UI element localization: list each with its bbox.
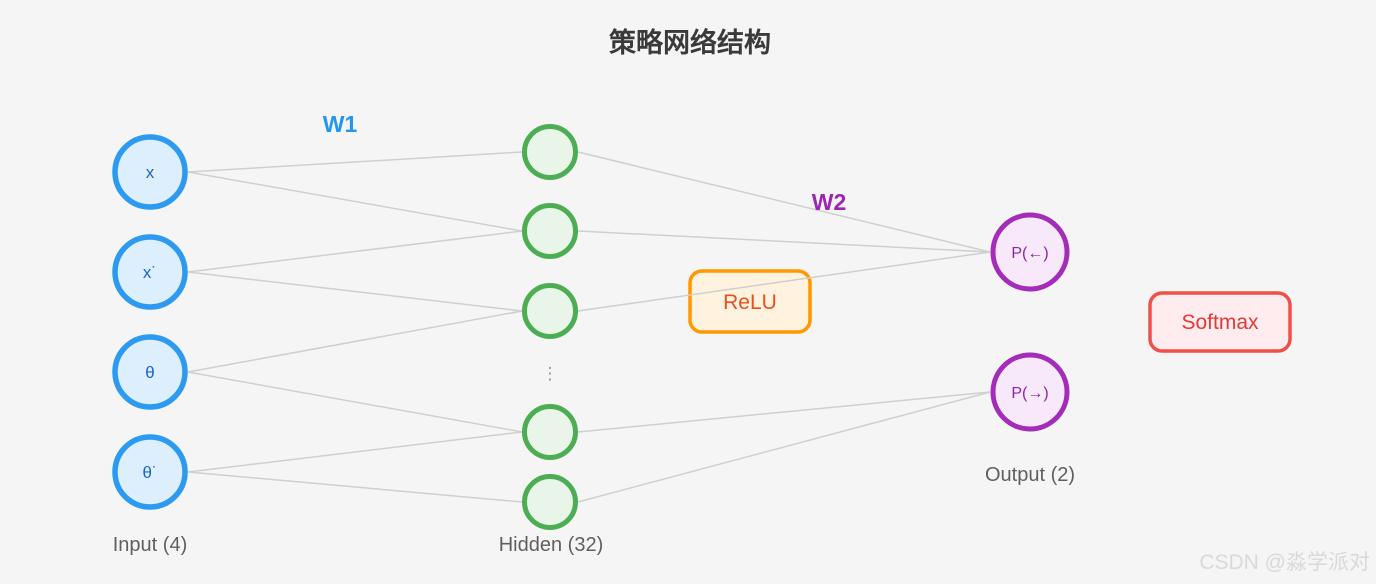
output-layer-caption: Output (2) <box>985 464 1075 486</box>
relu-box <box>688 269 812 334</box>
output-node <box>990 352 1070 432</box>
edge-hidden-output <box>577 391 991 503</box>
activation-boxes <box>688 269 1292 353</box>
edge-input-hidden <box>187 310 523 373</box>
input-node-label: θ˙ <box>142 463 157 482</box>
edges-layer <box>187 151 991 503</box>
softmax-box-label: Softmax <box>1181 311 1259 334</box>
input-node <box>112 234 188 310</box>
edge-input-hidden <box>187 471 523 503</box>
hidden-node <box>522 283 578 339</box>
w1-label: W1 <box>323 111 358 137</box>
relu-box-label: ReLU <box>723 291 777 314</box>
edge-hidden-output <box>577 251 991 312</box>
output-node-label: P(→) <box>1011 385 1048 402</box>
output-node <box>990 212 1070 292</box>
edge-hidden-output <box>577 151 991 253</box>
diagram-title: 策略网络结构 <box>609 27 771 58</box>
edge-input-hidden <box>187 151 523 173</box>
output-node-label: P(←) <box>1011 245 1048 262</box>
hidden-node <box>522 474 578 530</box>
nodes-layer: x x˙ θ θ˙ P(←) P(→) <box>112 124 1070 530</box>
input-node <box>112 334 188 410</box>
hidden-ellipsis: ⋮ <box>542 364 559 383</box>
edge-hidden-output <box>577 230 991 253</box>
w2-label: W2 <box>812 189 847 215</box>
watermark: CSDN @淼学派对 <box>1199 551 1370 574</box>
input-layer-caption: Input (4) <box>113 534 187 556</box>
hidden-node <box>522 203 578 259</box>
input-node-label: θ <box>145 363 154 382</box>
input-node <box>112 134 188 210</box>
softmax-box <box>1148 291 1292 353</box>
input-node-label: x <box>146 163 155 182</box>
edge-input-hidden <box>187 230 523 273</box>
edge-input-hidden <box>187 371 523 433</box>
edge-input-hidden <box>187 171 523 232</box>
input-node <box>112 434 188 510</box>
hidden-node <box>522 124 578 180</box>
edge-input-hidden <box>187 431 523 473</box>
hidden-layer-caption: Hidden (32) <box>499 534 604 556</box>
edge-input-hidden <box>187 271 523 312</box>
input-node-label: x˙ <box>143 263 157 282</box>
edge-hidden-output <box>577 391 991 433</box>
hidden-node <box>522 404 578 460</box>
